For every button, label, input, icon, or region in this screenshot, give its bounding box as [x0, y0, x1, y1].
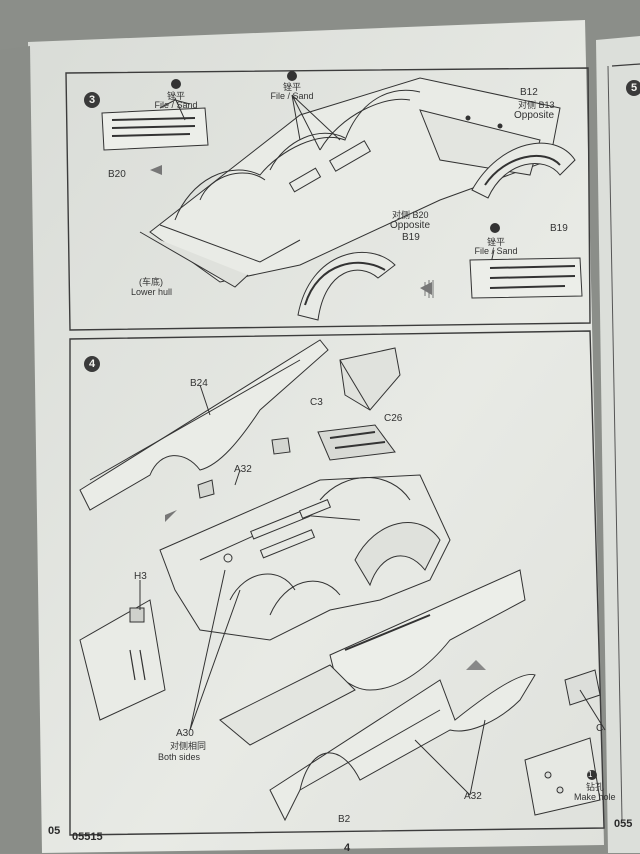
b13-opposite-label: Opposite	[514, 110, 555, 121]
b19-detail	[469, 257, 583, 299]
step4-panel	[69, 330, 605, 836]
c3-label: C3	[310, 397, 323, 408]
step3-number: 3	[84, 92, 100, 108]
file-sand3-label: File / Sand	[474, 246, 518, 256]
b13-cn-label: 对侧 B13	[518, 100, 555, 110]
c3-part	[339, 347, 401, 411]
b20-detail	[101, 99, 209, 151]
make-hole-cn-label: 钻孔	[586, 782, 605, 792]
step5-number: 5	[626, 80, 640, 96]
make-hole-label: Make hole	[574, 792, 616, 802]
b24-label: B24	[190, 378, 208, 389]
step4-number: 4	[84, 356, 100, 372]
b2-label: B2	[338, 814, 351, 825]
lower-hull-cn-label: (车底)	[139, 277, 163, 287]
file-sand2-cn-label: 锉平	[282, 82, 302, 92]
hull-assembly	[159, 474, 451, 641]
a30-label: A30	[176, 728, 194, 739]
b12-label: B12	[520, 87, 538, 98]
right-page	[596, 36, 640, 853]
b20-label: B20	[108, 169, 126, 180]
c-right-label: C	[596, 723, 604, 734]
right-page-fragment: 055	[614, 818, 633, 830]
h3-plate	[79, 599, 166, 721]
a32-label: A32	[234, 464, 252, 475]
catalog-number: 05515	[72, 831, 103, 843]
a32b-label: A32	[464, 791, 482, 802]
b19b-label: B19	[550, 223, 568, 234]
file-sand-label: File / Sand	[154, 100, 198, 110]
lower-left-panel	[219, 664, 356, 746]
lower-hull-label: Lower hull	[131, 287, 173, 297]
step3-panel	[65, 67, 591, 331]
b19-label: B19	[402, 232, 420, 243]
b24-panel	[79, 339, 329, 511]
both-sides-label: Both sides	[158, 752, 201, 762]
b20-opp-cn-label: 对侧 B20	[392, 210, 429, 220]
c26-part	[317, 424, 396, 461]
b19-fender	[297, 251, 396, 321]
page-number: 4	[344, 842, 351, 854]
file-sand-cn-label: 锉平	[166, 91, 186, 101]
a30-cn-label: 对侧相同	[170, 741, 207, 751]
left-page-fragment: 05	[48, 825, 61, 837]
make-hole-number: 1	[588, 770, 593, 779]
b2-panel	[269, 674, 536, 822]
file-sand2-label: File / Sand	[270, 91, 314, 101]
b12-fender	[471, 142, 576, 199]
file-sand3-cn-label: 锉平	[486, 237, 506, 247]
b20-opposite-label: Opposite	[390, 220, 431, 231]
c26-label: C26	[384, 413, 403, 424]
h3-label: H3	[134, 571, 147, 582]
